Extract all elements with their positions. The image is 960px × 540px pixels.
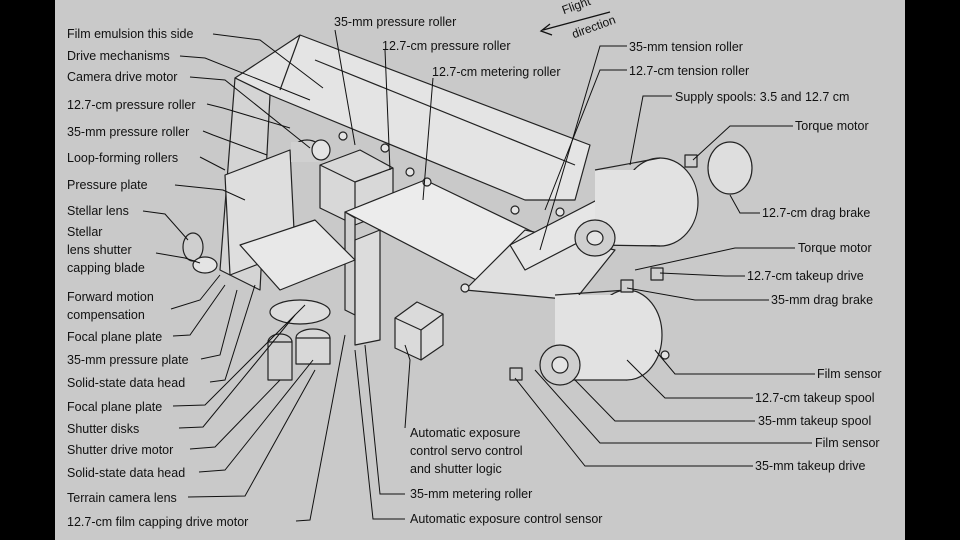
shutter-motor-body (267, 341, 293, 381)
box-edge (354, 167, 394, 183)
label-pressure-plate: Pressure plate (67, 178, 148, 192)
drag-brake-shape (707, 141, 753, 195)
label-pressure-roller-35-left: 35-mm pressure roller (67, 125, 190, 139)
torque-motor-box (684, 154, 698, 168)
label-takeup-spool-127: 12.7-cm takeup spool (755, 391, 875, 405)
label-pressure-plate-35: 35-mm pressure plate (67, 353, 189, 367)
label-data-head-2: Solid-state data head (67, 466, 186, 480)
roller (660, 350, 670, 360)
takeup-drive-box (650, 267, 664, 281)
label-takeup-drive-127: 12.7-cm takeup drive (747, 269, 864, 283)
aec-box-shape (394, 301, 444, 361)
label-fmc-2: compensation (67, 308, 145, 322)
label-takeup-spool-35: 35-mm takeup spool (758, 414, 872, 428)
box-edge (319, 164, 356, 183)
label-drag-brake-35: 35-mm drag brake (771, 293, 874, 307)
roller (380, 143, 390, 153)
label-pressure-roller-127-left: 12.7-cm pressure roller (67, 98, 196, 112)
label-stellar-lens: Stellar lens (67, 204, 129, 218)
label-camera-drive-motor: Camera drive motor (67, 70, 178, 84)
stellar-shutter-shape (192, 256, 218, 274)
spool-edge (554, 289, 628, 296)
label-data-head-1: Solid-state data head (67, 376, 186, 390)
label-aec-1: Automatic exposure (410, 426, 521, 440)
aec-box-edge (420, 313, 444, 331)
label-aec-2: control servo control (410, 444, 523, 458)
label-focal-plane-plate-1: Focal plane plate (67, 330, 163, 344)
flight-direction-arrow (539, 11, 611, 36)
label-shutter-disks: Shutter disks (67, 422, 140, 436)
label-aec-3: and shutter logic (410, 462, 502, 476)
aec-box-edge (394, 317, 422, 331)
shutter-disk-shape (269, 299, 331, 325)
roller (338, 131, 348, 141)
label-fmc-1: Forward motion (67, 290, 154, 304)
takeup-hub (551, 356, 569, 374)
label-focal-plane-plate-2: Focal plane plate (67, 400, 163, 414)
roller (405, 167, 415, 177)
label-aec-sensor: Automatic exposure control sensor (410, 512, 603, 526)
label-torque-motor-1: Torque motor (795, 119, 869, 133)
roller (510, 205, 520, 215)
diagram-canvas: Film emulsion this side Drive mechanisms… (55, 0, 905, 540)
label-supply-spools: Supply spools: 3.5 and 12.7 cm (675, 90, 850, 104)
label-drag-brake-127: 12.7-cm drag brake (762, 206, 871, 220)
label-film-sensor-1: Film sensor (817, 367, 882, 381)
takeup-drive-35-box (509, 367, 523, 381)
leader-lines (142, 29, 815, 522)
roller (555, 207, 565, 217)
label-drive-mechanisms: Drive mechanisms (67, 49, 170, 63)
label-torque-motor-2: Torque motor (798, 241, 872, 255)
camera-mechanism-drawing (142, 11, 815, 522)
terrain-lens-body (295, 337, 331, 365)
label-stellar-shutter-3: capping blade (67, 261, 145, 275)
label-stellar-shutter-1: Stellar (67, 225, 103, 239)
label-tension-roller-127: 12.7-cm tension roller (629, 64, 750, 78)
spool-hub (586, 230, 604, 246)
label-loop-forming-rollers: Loop-forming rollers (67, 151, 179, 165)
label-shutter-drive-motor: Shutter drive motor (67, 443, 174, 457)
label-film-sensor-2: Film sensor (815, 436, 880, 450)
label-metering-roller-35: 35-mm metering roller (410, 487, 533, 501)
mechanism-illustration (182, 34, 753, 386)
roller (460, 283, 470, 293)
film-path-line (314, 59, 576, 166)
focal-plane-plate-shape (239, 219, 356, 291)
label-pressure-roller-127-top: 12.7-cm pressure roller (382, 39, 511, 53)
label-takeup-drive-35: 35-mm takeup drive (755, 459, 866, 473)
motor-end (311, 139, 331, 161)
drag-brake-35-box (620, 279, 634, 293)
spool-edge (594, 157, 661, 171)
label-tension-roller-35: 35-mm tension roller (629, 40, 743, 54)
center-column (354, 229, 381, 346)
label-metering-roller-127: 12.7-cm metering roller (432, 65, 561, 79)
label-stellar-shutter-2: lens shutter (67, 243, 132, 257)
label-terrain-camera-lens: Terrain camera lens (67, 491, 177, 505)
label-film-emulsion: Film emulsion this side (67, 27, 194, 41)
label-pressure-roller-35-top: 35-mm pressure roller (334, 15, 457, 29)
label-film-capping-motor: 12.7-cm film capping drive motor (67, 515, 249, 529)
